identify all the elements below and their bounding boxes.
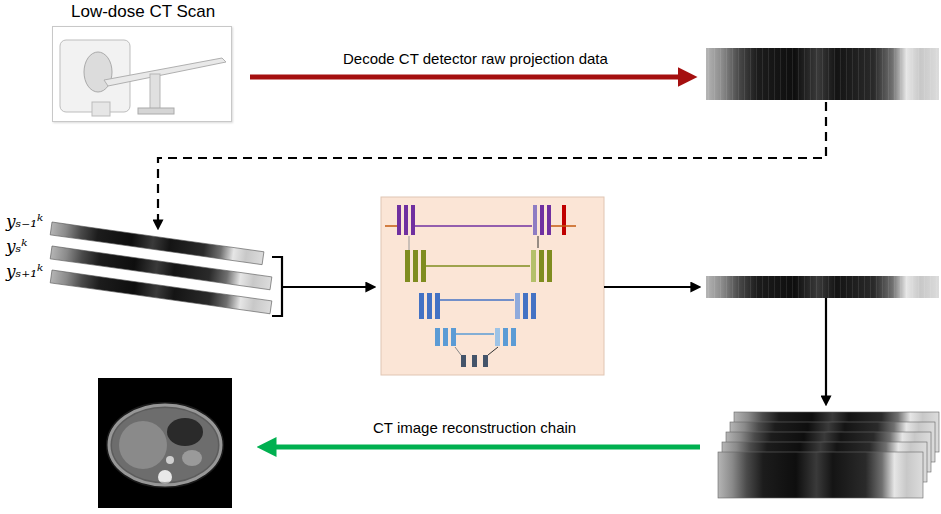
unet-network — [381, 197, 604, 375]
box-heading: Low-dose CT Scan — [71, 2, 215, 22]
raw-projection-data — [706, 48, 939, 100]
image-box: Low-dose CT Scan — [52, 26, 232, 122]
arrow-label: Decode CT detector raw projection data — [343, 50, 608, 67]
arrow — [283, 286, 372, 288]
ct-image — [98, 378, 232, 508]
decode-arrow — [250, 75, 690, 80]
slice-label: yₛ₊₁ᵏ — [6, 261, 43, 281]
bracket — [272, 257, 282, 316]
ct-scanner — [60, 40, 226, 116]
slice-label: yₛ₋₁ᵏ — [6, 211, 43, 231]
reconstruction-arrow — [264, 445, 700, 450]
denoised-projection-stack — [718, 412, 939, 498]
denoised-slice — [706, 276, 939, 298]
input-slices — [50, 222, 272, 314]
arrow-label: CT image reconstruction chain — [373, 419, 576, 436]
slice-label: yₛᵏ — [6, 236, 28, 256]
arrow — [825, 298, 827, 402]
arrow — [604, 286, 697, 288]
